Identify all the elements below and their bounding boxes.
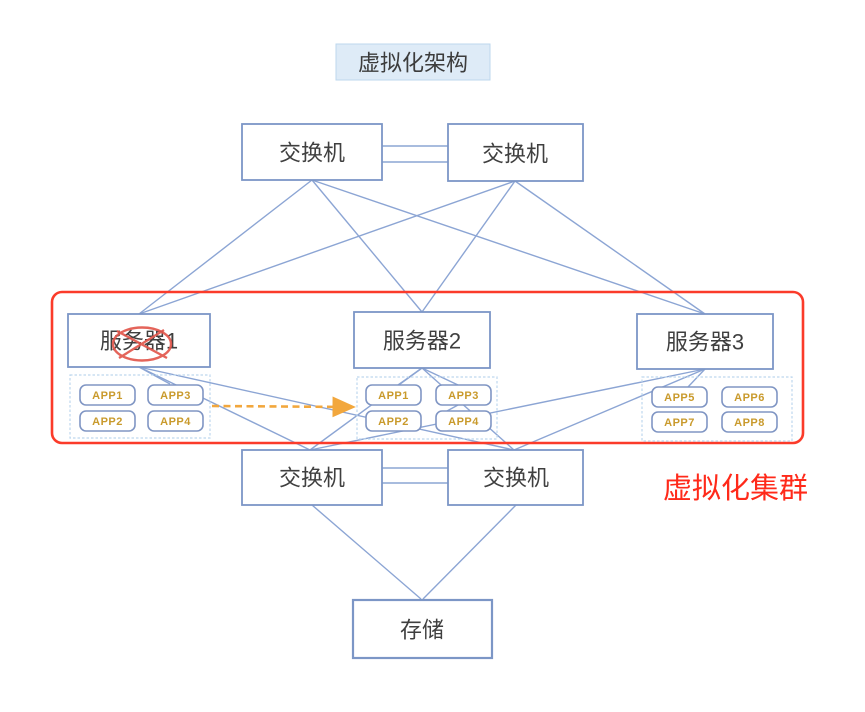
- server-1-app-4-label: APP4: [160, 416, 191, 428]
- server-app-links: [138, 366, 706, 412]
- cluster-boundary-box: [50, 290, 805, 445]
- server-2-app-4-label: APP4: [448, 416, 479, 428]
- server-3-app-3-label: APP7: [664, 417, 695, 429]
- bottom-mesh-links: [138, 366, 706, 451]
- server-3-app-3-box: [651, 411, 708, 433]
- server-1-app-2-box: [147, 384, 204, 406]
- server-3-box: [636, 313, 774, 370]
- link-server3-switchbl: [309, 368, 706, 451]
- link-switchbr-storage: [422, 504, 517, 600]
- server-2-app-group: [356, 376, 498, 440]
- switch-top-left-label: 交换机: [279, 141, 345, 166]
- link-server2-switchbr: [421, 367, 515, 451]
- server-3-label: 服务器3: [666, 330, 744, 355]
- switch-interlink-top: [382, 145, 448, 163]
- server-1-app-group: [69, 374, 211, 439]
- server-3-app-4-label: APP8: [734, 417, 765, 429]
- server-2-app-1-box: [365, 384, 422, 406]
- link-switchbl-storage: [311, 504, 422, 600]
- switch-bottom-right-label: 交换机: [483, 466, 549, 491]
- server-1-label: 服务器1: [100, 329, 178, 354]
- storage-links: [311, 504, 517, 600]
- link-switchtr-server3: [514, 180, 706, 315]
- storage-label: 存储: [400, 618, 444, 643]
- server-3-app-2-label: APP6: [734, 392, 765, 404]
- switch-top-right-label: 交换机: [482, 142, 548, 167]
- server-1-app-2-label: APP3: [160, 390, 191, 402]
- server-1-app-4-box: [147, 410, 204, 432]
- server-2-app-4-box: [435, 410, 492, 432]
- server-2-app-1-label: APP1: [378, 390, 409, 402]
- server-3-app-4-box: [721, 411, 778, 433]
- link-switchtl-server1: [138, 179, 313, 315]
- switch-bottom-left-label: 交换机: [279, 466, 345, 491]
- server-3-app-1-box: [651, 386, 708, 408]
- server-1-box: [67, 313, 211, 368]
- server-3-apps: APP5 APP6 APP7 APP8: [651, 386, 778, 433]
- server-3-app-2-box: [721, 386, 778, 408]
- migration-arrow: [211, 396, 356, 418]
- failure-annotation: [111, 326, 173, 362]
- server-3-app-group: [641, 376, 793, 442]
- link-switchtl-server3: [311, 179, 706, 315]
- cluster-label: 虚拟化集群: [663, 472, 808, 505]
- switch-bottom-left-box: [241, 449, 383, 506]
- title-box: [335, 43, 491, 81]
- failure-annotation-cross-2: [118, 328, 165, 360]
- switch-bottom-right-box: [447, 449, 584, 506]
- page-title: 虚拟化架构: [358, 51, 468, 76]
- server-2-app-2-box: [435, 384, 492, 406]
- server-2-app-2-label: APP3: [448, 390, 479, 402]
- server-2-box: [353, 311, 491, 369]
- switch-interlink-bottom: [382, 467, 448, 484]
- switch-top-right-box: [447, 123, 584, 182]
- storage-box: [351, 598, 494, 660]
- failure-annotation-ellipse: [111, 326, 173, 362]
- link-server3-app5: [687, 368, 706, 388]
- server-2-apps: APP1 APP3 APP2 APP4: [365, 384, 492, 432]
- link-switchtl-server2: [311, 179, 423, 313]
- server-3-app-1-label: APP5: [664, 392, 695, 404]
- server-1-app-3-box: [79, 410, 136, 432]
- link-server2-app3-app4: [446, 404, 459, 412]
- server-1-app-1-box: [79, 384, 136, 406]
- server-1-apps: APP1 APP3 APP2 APP4: [79, 384, 204, 432]
- top-mesh-links: [138, 179, 706, 315]
- link-switchtr-server1: [138, 180, 516, 315]
- server-2-label: 服务器2: [383, 329, 461, 354]
- link-server1-switchbr: [138, 366, 515, 451]
- server-1-app-1-label: APP1: [92, 390, 123, 402]
- server-1-app-3-label: APP2: [92, 416, 123, 428]
- link-server3-switchbr: [513, 368, 706, 451]
- server-2-app-3-label: APP2: [378, 416, 409, 428]
- link-server1-switchbl: [138, 366, 311, 451]
- server-2-app-3-box: [365, 410, 422, 432]
- link-switchtr-server2: [421, 180, 516, 313]
- switch-top-left-box: [241, 123, 383, 181]
- link-server2-app1: [397, 367, 423, 386]
- link-server1-app3: [138, 366, 171, 385]
